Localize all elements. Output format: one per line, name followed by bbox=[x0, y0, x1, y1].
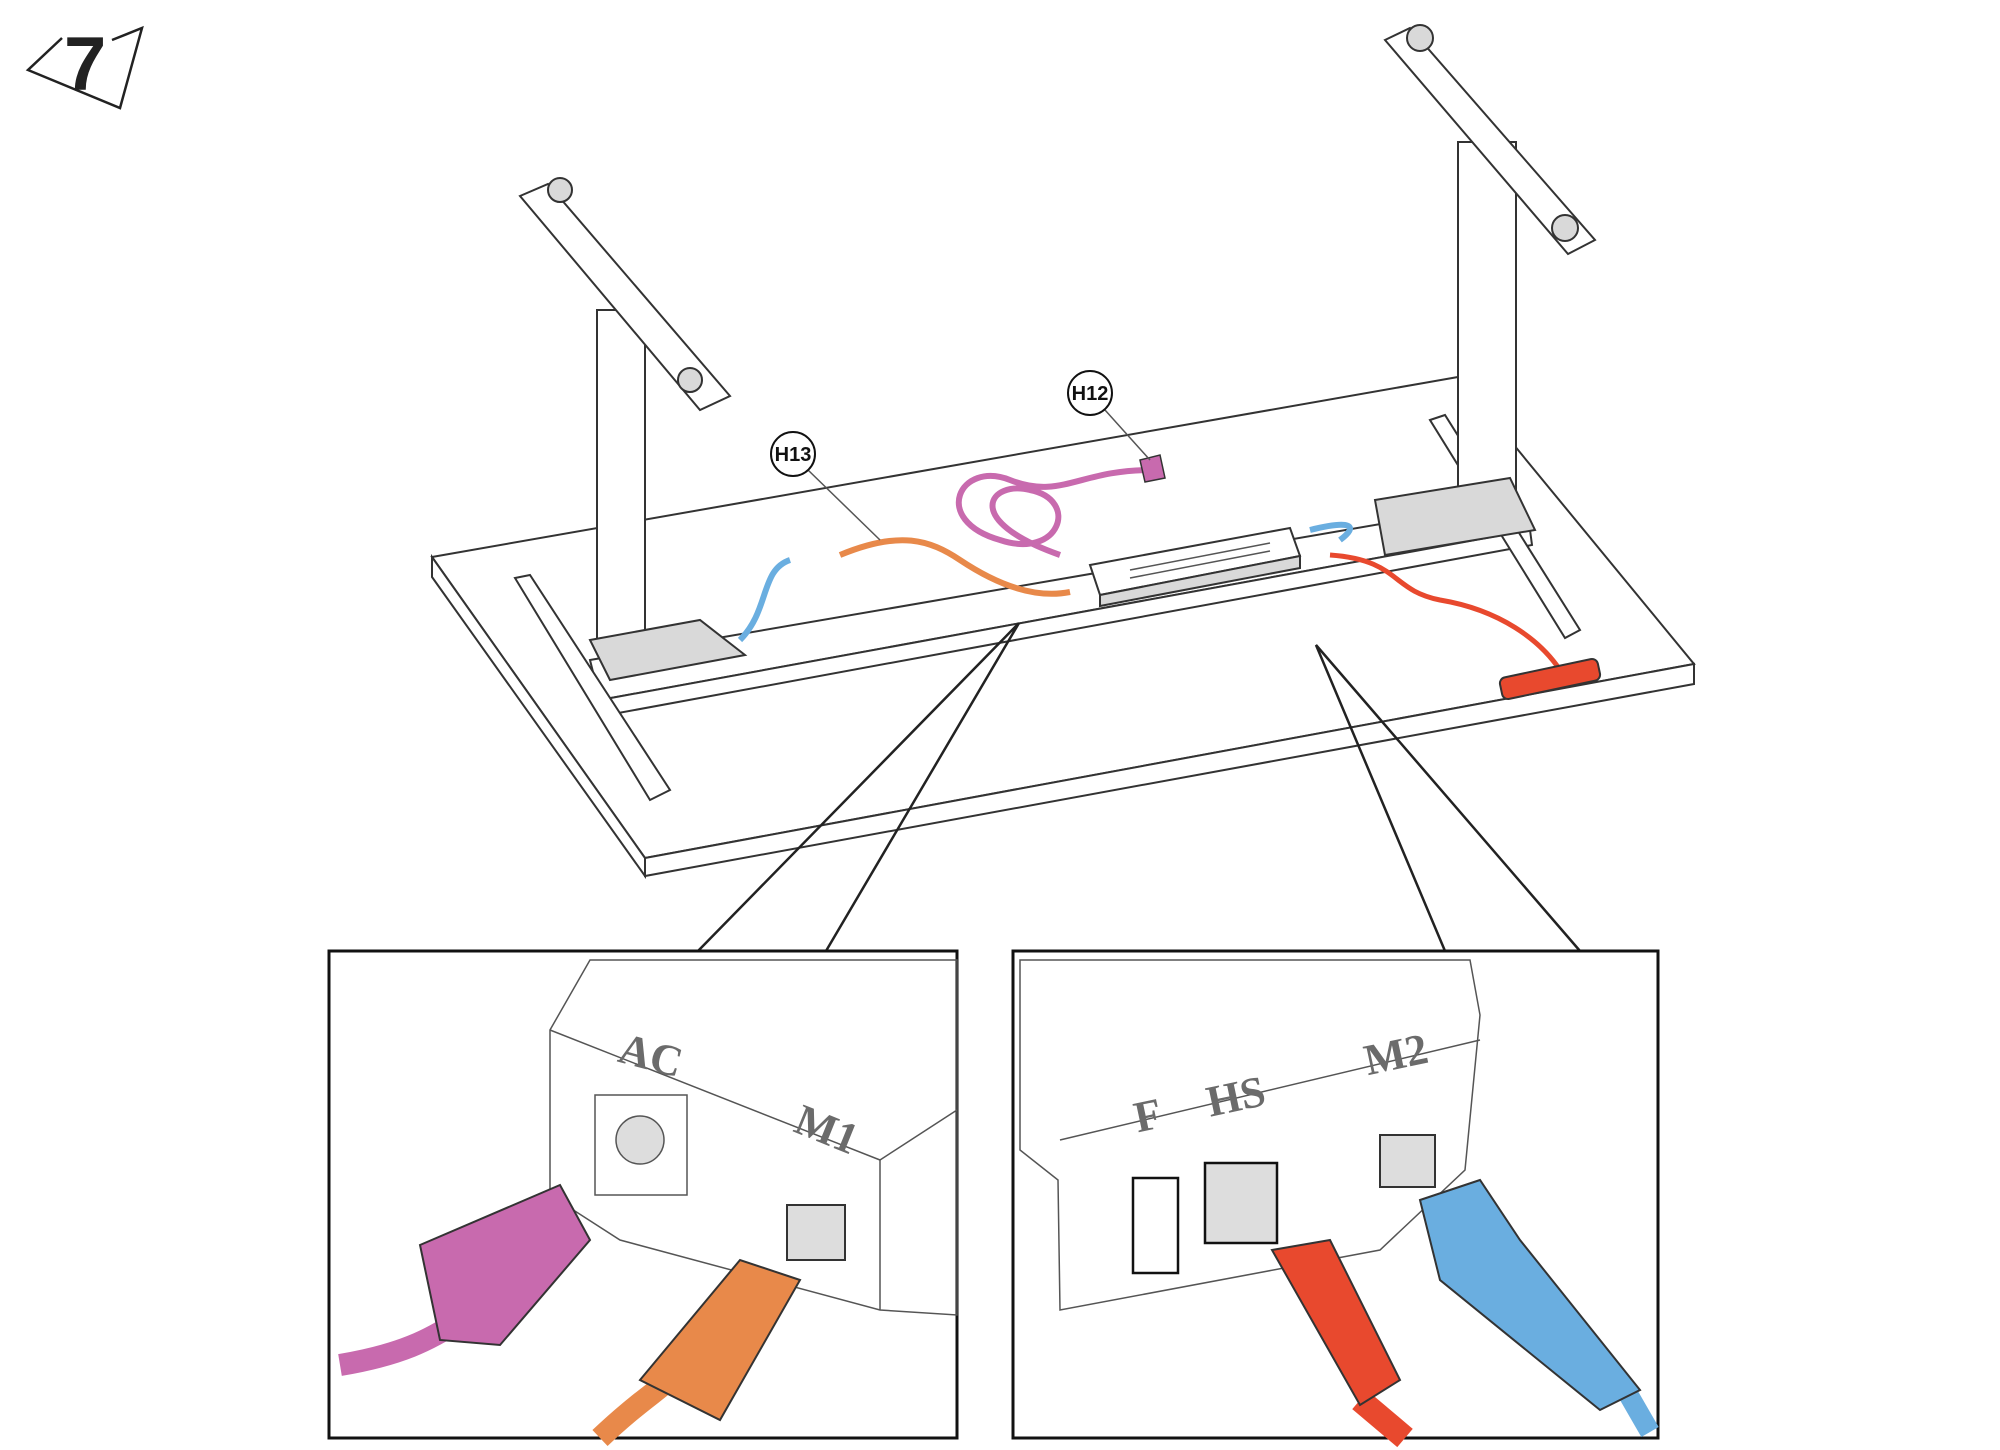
motor-connector-m1-detail bbox=[638, 1258, 802, 1422]
detail-panel-left: AC M1 bbox=[327, 949, 959, 1446]
zoom-lines-left bbox=[697, 622, 1021, 952]
callout-h12-label: H12 bbox=[1072, 383, 1109, 405]
motor-connector-m2-detail bbox=[1418, 1178, 1642, 1412]
left-leg bbox=[518, 177, 748, 682]
motor-cable-right bbox=[1309, 521, 1353, 543]
handset-cable bbox=[1329, 552, 1563, 672]
port-label-hs: HS bbox=[1202, 1066, 1270, 1126]
callout-h13: H13 bbox=[770, 431, 881, 541]
right-leg bbox=[1373, 24, 1597, 557]
callout-h13-label: H13 bbox=[775, 444, 812, 466]
handset-connector-detail bbox=[1270, 1238, 1402, 1407]
detail-panel-right: F HS M2 bbox=[1011, 949, 1660, 1448]
step-indicator: 7 bbox=[25, 22, 144, 110]
power-cable-h12 bbox=[955, 467, 1151, 558]
callout-h12: H12 bbox=[1067, 370, 1151, 461]
motor-cable-left bbox=[737, 557, 792, 643]
handset-icon bbox=[1498, 657, 1602, 701]
zoom-lines-right bbox=[1314, 644, 1581, 952]
step-number: 7 bbox=[64, 22, 106, 107]
handset-cable-detail bbox=[1352, 1390, 1413, 1448]
step-arrow-icon bbox=[25, 25, 144, 110]
motor-cable-h13 bbox=[838, 537, 1071, 597]
control-box bbox=[1088, 526, 1302, 608]
left-foot-base bbox=[513, 573, 672, 802]
power-connector-detail bbox=[418, 1183, 592, 1347]
power-plug-icon bbox=[1139, 454, 1166, 483]
